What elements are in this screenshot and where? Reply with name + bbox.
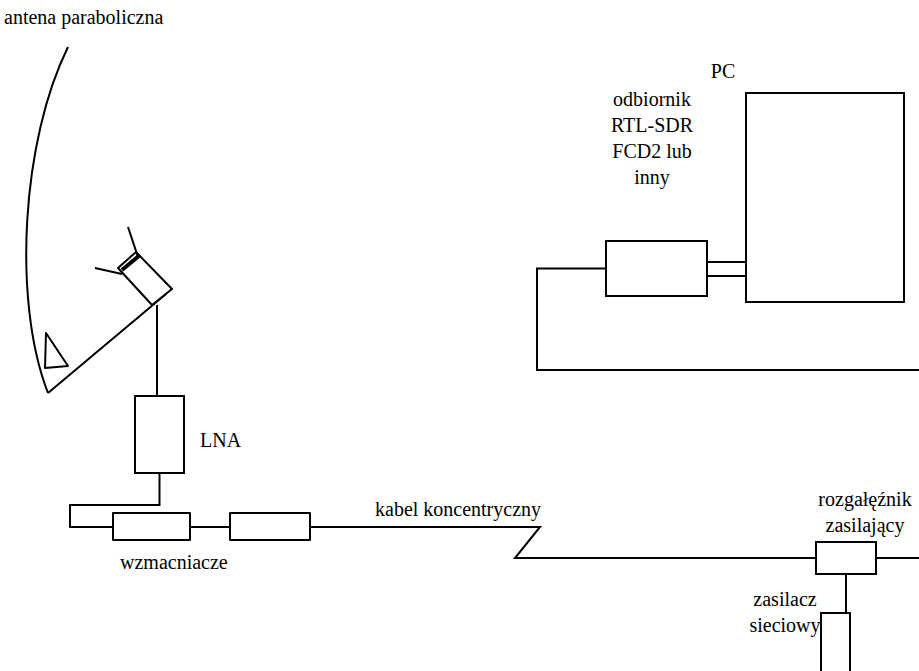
node-heading: rozgałęźnik zasilający [815,486,915,538]
cable-label: kabel koncentryczny [373,498,543,521]
coax-cable [845,575,847,612]
amplifiers-label: wzmacniacze [118,551,230,574]
feed-horn [118,252,172,305]
feed-probe [128,227,138,257]
feed-cable [156,305,158,395]
amplifier-box [113,513,190,540]
dish-mount [45,333,68,368]
dish-reflector [26,47,68,393]
node-heading: LNA [200,427,241,453]
computer-box: PC [745,92,905,303]
lna-box: LNA [134,395,185,474]
node-heading: odbiornik RTL-SDR FCD2 lub inny [602,86,702,190]
antenna-label: antena paraboliczna [2,6,165,29]
power-splitter-box: rozgałęźnik zasilający [815,541,877,575]
feed-strut [48,294,166,393]
node-heading: PC [693,58,753,84]
coax-cable [70,474,815,558]
amplifier-link [190,526,230,528]
power-supply-box: zasilacz sieciowy [820,612,851,671]
amplifier-box [230,513,310,540]
node-heading: zasilacz sieciowy [740,586,830,638]
coax-cable [537,269,919,559]
receiver-box: odbiornik RTL-SDR FCD2 lub inny [605,240,708,297]
feed-probe [95,268,122,274]
usb-link [708,262,745,276]
feed-horn-rim [122,255,140,270]
